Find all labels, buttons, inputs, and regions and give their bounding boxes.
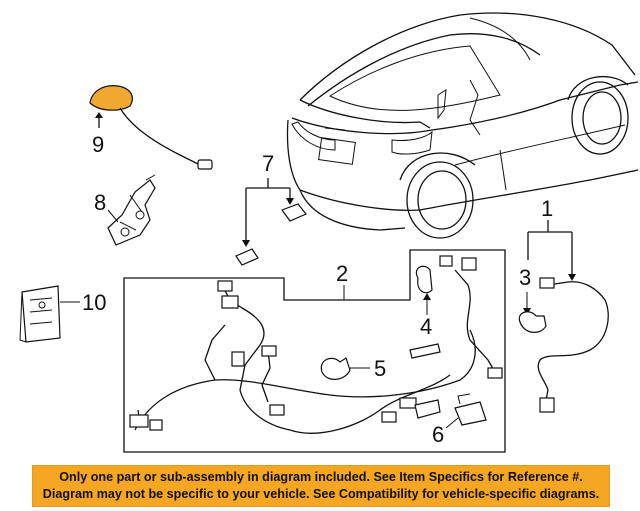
notice-banner: Only one part or sub-assembly in diagram…: [32, 465, 610, 507]
callout-6: 6: [432, 422, 444, 447]
leader-7: [242, 178, 294, 247]
callout-1: 1: [541, 196, 553, 221]
pad-part: [235, 203, 307, 266]
leader-1: [527, 220, 576, 281]
leader-8: [107, 209, 119, 223]
callout-7: 7: [262, 151, 274, 176]
harness-box: [123, 249, 506, 453]
leader-6: [445, 417, 459, 429]
module-part: [19, 285, 61, 343]
vehicle-illustration: [286, 12, 639, 239]
callout-9: 9: [92, 132, 104, 157]
notice-line-2: Diagram may not be specific to your vehi…: [42, 487, 600, 501]
side-harness-part: [518, 277, 609, 413]
callout-5: 5: [374, 356, 386, 381]
antenna-part: [89, 85, 213, 170]
bracket-part: [107, 174, 156, 246]
clip-part-5: [320, 357, 351, 380]
harness-part: [129, 255, 503, 434]
callout-4: 4: [420, 314, 432, 339]
callout-2: 2: [336, 261, 348, 286]
clip-part-4: [409, 265, 441, 359]
notice-line-1: Only one part or sub-assembly in diagram…: [59, 470, 583, 484]
parts-diagram: 9 8 7 10 2: [19, 12, 639, 453]
callout-8: 8: [94, 190, 106, 215]
clip-part-6: [414, 393, 487, 426]
callout-10: 10: [82, 290, 106, 315]
callout-3: 3: [519, 265, 531, 290]
